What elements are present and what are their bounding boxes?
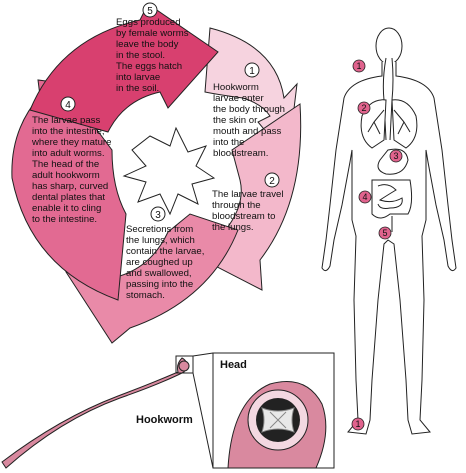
hookworm-label: Hookworm bbox=[136, 414, 193, 426]
svg-text:4: 4 bbox=[65, 100, 71, 111]
cycle-badge-1: 1 bbox=[244, 62, 260, 78]
cycle-badge-5: 5 bbox=[142, 2, 158, 18]
svg-text:bloodstream.: bloodstream. bbox=[213, 148, 268, 159]
body-markers: 1 2 3 4 5 1 bbox=[351, 59, 403, 431]
cycle-arrow-3 bbox=[65, 213, 239, 344]
svg-text:Secretions from: Secretions from bbox=[126, 224, 193, 235]
body-marker-5: 5 bbox=[378, 226, 392, 240]
svg-text:has sharp, curved: has sharp, curved bbox=[32, 181, 108, 192]
svg-text:1: 1 bbox=[355, 419, 360, 429]
svg-text:the lungs.: the lungs. bbox=[212, 222, 254, 233]
svg-text:larvae enter: larvae enter bbox=[213, 93, 264, 104]
step-2-text: The larvae travel through the bloodstrea… bbox=[212, 189, 283, 233]
svg-text:Eggs produced: Eggs produced bbox=[116, 17, 181, 28]
body-marker-1: 1 bbox=[352, 59, 366, 73]
hookworm-head bbox=[178, 360, 190, 372]
cycle-badge-2: 2 bbox=[264, 172, 280, 188]
body-marker-1-foot: 1 bbox=[351, 417, 365, 431]
svg-text:mouth and pass: mouth and pass bbox=[213, 126, 281, 137]
step-4-text: The larvae pass into the intestine, wher… bbox=[31, 115, 111, 225]
lung-right bbox=[391, 99, 418, 149]
inset-head-label: Head bbox=[220, 359, 247, 371]
svg-text:adult hookworm: adult hookworm bbox=[32, 170, 100, 181]
svg-text:where they mature: where they mature bbox=[31, 137, 111, 148]
svg-text:are coughed up: are coughed up bbox=[126, 257, 193, 268]
svg-text:leave the body: leave the body bbox=[116, 39, 179, 50]
svg-text:the skin or: the skin or bbox=[213, 115, 258, 126]
svg-text:enable it to cling: enable it to cling bbox=[32, 203, 101, 214]
step-1-text: Hookworm larvae enter the body through t… bbox=[213, 82, 285, 159]
svg-text:the body through: the body through bbox=[213, 104, 285, 115]
hookworm-body bbox=[1, 357, 188, 469]
svg-text:The head of the: The head of the bbox=[32, 159, 99, 170]
cycle-badge-3: 3 bbox=[150, 206, 166, 222]
svg-text:into the intestine,: into the intestine, bbox=[32, 126, 105, 137]
head-inset: Head bbox=[212, 352, 335, 469]
svg-text:into larvae: into larvae bbox=[116, 72, 160, 83]
cycle-badges: 5 1 2 3 4 bbox=[60, 2, 280, 222]
svg-text:3: 3 bbox=[393, 151, 398, 161]
svg-text:5: 5 bbox=[147, 6, 153, 17]
body-outline bbox=[321, 62, 457, 435]
svg-text:2: 2 bbox=[361, 103, 366, 113]
svg-text:in the stool.: in the stool. bbox=[116, 50, 165, 61]
svg-text:contain the larvae,: contain the larvae, bbox=[126, 246, 204, 257]
svg-text:stomach.: stomach. bbox=[126, 290, 165, 301]
cycle-arrow-4 bbox=[11, 79, 127, 301]
svg-text:in the soil.: in the soil. bbox=[116, 83, 159, 94]
small-intestine bbox=[377, 184, 403, 209]
svg-text:through the: through the bbox=[212, 200, 261, 211]
body-marker-3: 3 bbox=[389, 149, 403, 163]
svg-text:into adult worms.: into adult worms. bbox=[32, 148, 105, 159]
svg-text:1: 1 bbox=[356, 61, 361, 71]
svg-text:and swallowed,: and swallowed, bbox=[126, 268, 192, 279]
svg-text:2: 2 bbox=[269, 176, 275, 187]
svg-text:4: 4 bbox=[362, 192, 367, 202]
body-marker-2: 2 bbox=[357, 101, 371, 115]
svg-text:Hookworm: Hookworm bbox=[213, 82, 259, 93]
svg-text:to the intestine.: to the intestine. bbox=[32, 214, 97, 225]
svg-text:dental plates that: dental plates that bbox=[32, 192, 105, 203]
svg-text:bloodstream to: bloodstream to bbox=[212, 211, 275, 222]
svg-text:5: 5 bbox=[382, 228, 387, 238]
svg-text:The larvae travel: The larvae travel bbox=[212, 189, 283, 200]
svg-text:passing into the: passing into the bbox=[126, 279, 193, 290]
cycle-ring bbox=[11, 3, 302, 344]
step-3-text: Secretions from the lungs, which contain… bbox=[126, 224, 204, 301]
hookworm-illustration: Hookworm bbox=[1, 352, 214, 469]
svg-text:The larvae pass: The larvae pass bbox=[32, 115, 100, 126]
svg-text:3: 3 bbox=[155, 210, 161, 221]
step-5-text: Eggs produced by female worms leave the … bbox=[116, 17, 189, 94]
cycle-badge-4: 4 bbox=[60, 96, 76, 112]
head-zoom-marker bbox=[175, 355, 194, 374]
svg-text:by female worms: by female worms bbox=[116, 28, 189, 39]
body-marker-4: 4 bbox=[358, 190, 372, 204]
svg-text:the lungs, which: the lungs, which bbox=[126, 235, 195, 246]
svg-text:The eggs hatch: The eggs hatch bbox=[116, 61, 182, 72]
svg-text:1: 1 bbox=[249, 66, 255, 77]
human-body-figure bbox=[321, 27, 457, 435]
body-head bbox=[375, 27, 403, 65]
svg-text:into the: into the bbox=[213, 137, 244, 148]
cycle-center bbox=[122, 126, 216, 216]
